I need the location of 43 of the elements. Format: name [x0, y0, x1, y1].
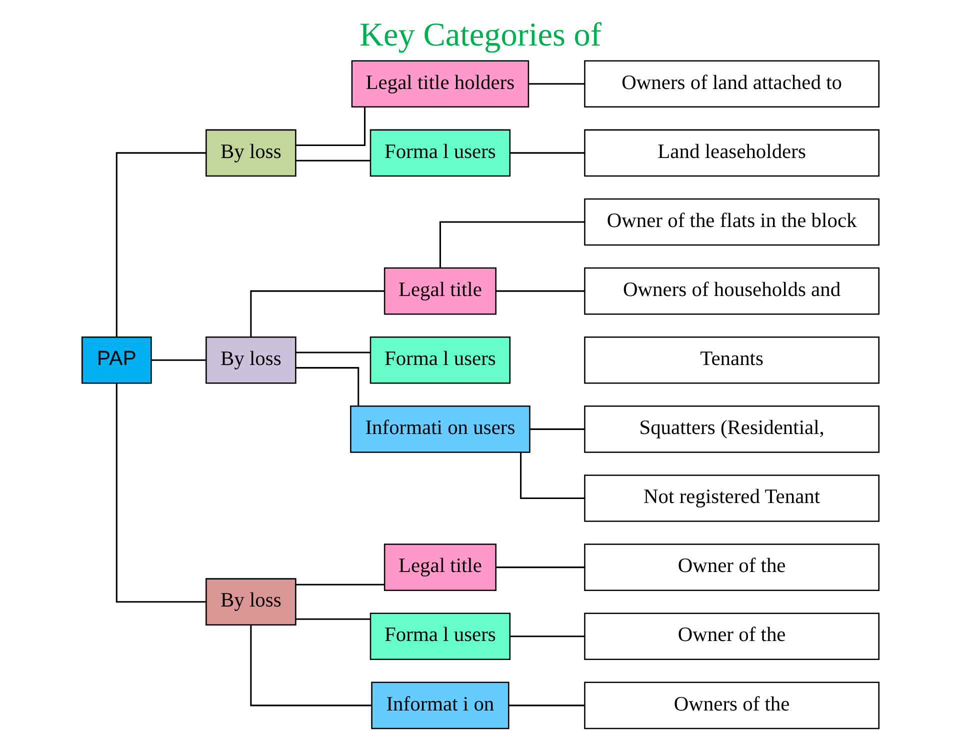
connector — [250, 625, 372, 706]
node-box: Owners of the — [584, 682, 880, 730]
node-box: Owner of the — [584, 612, 880, 660]
connector — [510, 636, 585, 638]
node-box: Legal title — [384, 544, 496, 591]
connector — [439, 221, 585, 268]
node-box: Owner of the — [584, 544, 880, 591]
connector — [296, 352, 370, 354]
node-box: Forma l users — [370, 612, 511, 660]
connector — [528, 83, 585, 85]
connector — [296, 584, 384, 586]
node-box: PAP — [81, 336, 152, 384]
connector — [296, 107, 366, 146]
connector — [296, 160, 370, 162]
node-box: Forma l users — [370, 336, 511, 384]
connector — [530, 428, 584, 430]
connector — [496, 290, 585, 292]
connector — [116, 383, 206, 603]
node-box: Owner of the flats in the block — [584, 198, 880, 246]
node-box: Legal title holders — [351, 60, 530, 108]
node-box: Informat i on — [371, 682, 510, 730]
node-box: Owners of households and — [584, 267, 880, 315]
connector — [250, 290, 384, 337]
diagram-title: Key Categories of — [360, 16, 602, 54]
node-box: Forma l users — [370, 129, 511, 177]
connector — [296, 618, 370, 620]
node-box: Legal title — [384, 267, 496, 315]
node-box: Squatters (Residential, — [584, 406, 880, 453]
connector — [296, 367, 360, 406]
node-box: Tenants — [584, 336, 880, 384]
node-box: Owners of land attached to — [584, 60, 880, 108]
node-box: By loss — [206, 336, 296, 384]
node-box: Land leaseholders — [584, 129, 880, 177]
connector — [116, 152, 206, 337]
connector — [508, 704, 584, 706]
node-box: Not registered Tenant — [584, 474, 880, 522]
node-box: By loss — [206, 129, 296, 177]
connector — [151, 359, 206, 361]
connector — [520, 452, 585, 500]
connector — [496, 566, 585, 568]
node-box: By loss — [206, 578, 296, 626]
node-box: Informati on users — [350, 406, 530, 453]
connector — [510, 152, 585, 154]
